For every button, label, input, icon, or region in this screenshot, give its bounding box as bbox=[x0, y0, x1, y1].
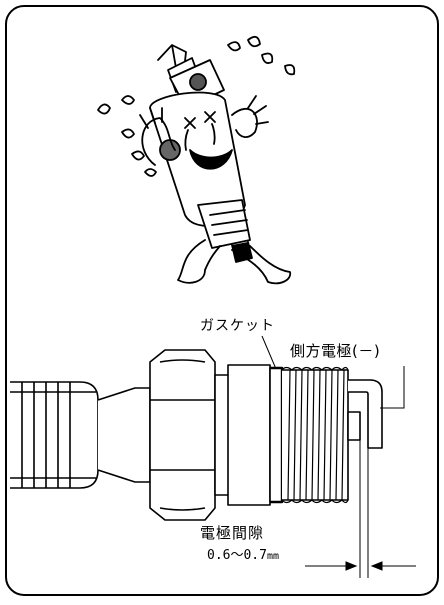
electrode-gap-title: 電極間隙 bbox=[200, 524, 265, 542]
thread-crests-bottom bbox=[281, 499, 349, 504]
right-arm bbox=[231, 108, 258, 138]
left-leg bbox=[177, 239, 221, 284]
tear-right bbox=[211, 123, 216, 145]
cheek-shade bbox=[159, 139, 181, 161]
mouth bbox=[189, 149, 233, 170]
tear-drop bbox=[261, 52, 274, 64]
electrode-gap-number: 0.6～0.7 bbox=[207, 548, 267, 563]
tear-drop bbox=[97, 103, 111, 115]
metal-shell bbox=[214, 364, 271, 506]
shell-threads bbox=[209, 209, 249, 236]
left-hand-fingers bbox=[139, 107, 163, 129]
threads bbox=[287, 369, 345, 501]
side-electrode bbox=[348, 379, 383, 449]
tear-drop bbox=[227, 41, 241, 52]
tear-drop bbox=[144, 168, 157, 177]
left-arm bbox=[141, 117, 176, 166]
crying-spark-plug-cartoon bbox=[97, 35, 296, 285]
tear-drop bbox=[131, 150, 145, 161]
thread-crests-top bbox=[281, 366, 349, 371]
side-electrode-label: 側方電極(－) bbox=[290, 342, 381, 360]
tear-drop bbox=[284, 64, 296, 76]
dotted-shade bbox=[189, 73, 207, 91]
left-eye bbox=[184, 117, 196, 129]
hex-nut-chamfer bbox=[159, 359, 206, 511]
gap-extension-lines bbox=[359, 440, 369, 578]
gasket-label: ガスケット bbox=[200, 318, 275, 334]
tear-left bbox=[184, 129, 189, 151]
annotations bbox=[261, 335, 416, 571]
tear-drop bbox=[247, 35, 261, 48]
figure-frame bbox=[5, 5, 439, 596]
right-leg bbox=[231, 245, 292, 285]
electrode-gap-unit: mm bbox=[266, 551, 280, 562]
side-electrode-leader bbox=[380, 366, 405, 409]
plug-tip bbox=[231, 241, 253, 263]
center-electrode bbox=[347, 411, 361, 441]
gasket bbox=[269, 367, 283, 503]
right-eye bbox=[204, 111, 216, 123]
insulator-collar bbox=[97, 387, 151, 483]
tear-drop bbox=[121, 95, 135, 105]
insulator-ribbed bbox=[10, 381, 99, 489]
gap-arrow-left bbox=[345, 561, 358, 571]
insulator-ribs bbox=[21, 382, 71, 488]
hex-nut bbox=[149, 349, 216, 521]
insulator-ribs-horizontal bbox=[10, 391, 96, 479]
right-hand-fingers bbox=[247, 95, 269, 125]
spark-plug-side-view bbox=[10, 349, 383, 578]
electrode-gap-value: 0.6～0.7mm bbox=[207, 549, 279, 562]
gasket-leader bbox=[261, 335, 277, 370]
gap-arrow-right bbox=[370, 561, 383, 571]
tear-drop bbox=[121, 128, 135, 139]
hex-nut-edges bbox=[150, 399, 215, 471]
